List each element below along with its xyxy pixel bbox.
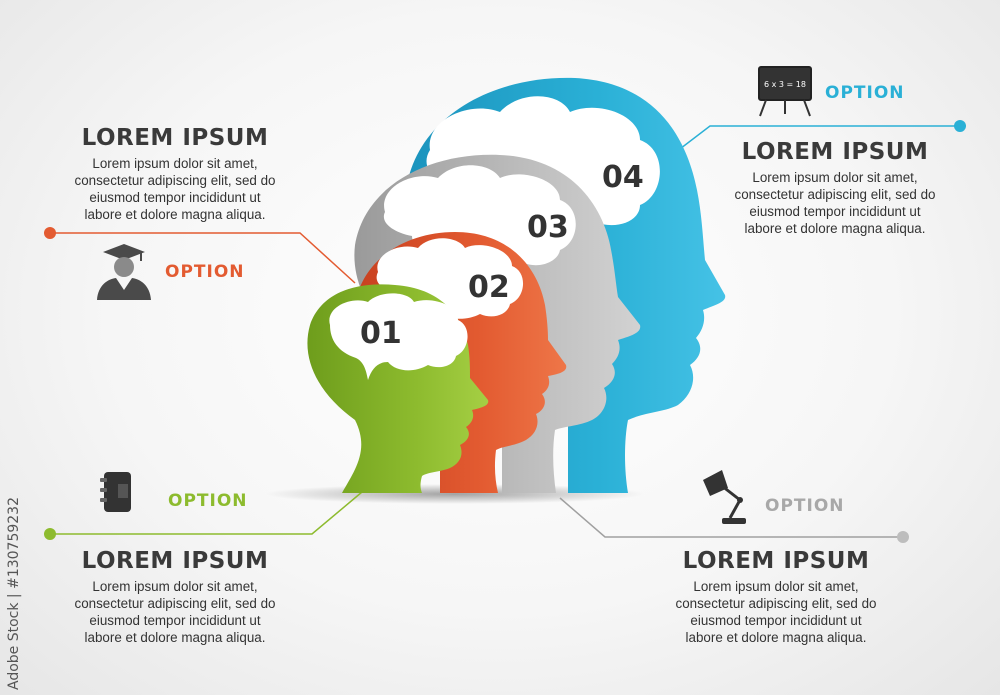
block-line: Lorem ipsum dolor sit amet,	[752, 170, 918, 185]
block-line: labore et dolore magna aliqua.	[744, 221, 926, 236]
text-block-04: LOREM IPSUM Lorem ipsum dolor sit amet, …	[705, 139, 965, 237]
block-line: consectetur adipiscing elit, sed do	[74, 173, 276, 188]
block-line: consectetur adipiscing elit, sed do	[675, 596, 877, 611]
connector-03	[559, 497, 903, 538]
block-line: Lorem ipsum dolor sit amet,	[92, 156, 258, 171]
block-line: eiusmod tempor incididunt ut	[89, 190, 261, 205]
head-01	[307, 284, 489, 493]
step-number-04: 04	[602, 160, 644, 195]
step-number-01: 01	[360, 316, 402, 351]
folder-icon	[100, 472, 131, 512]
text-block-03: LOREM IPSUM Lorem ipsum dolor sit amet, …	[646, 548, 906, 646]
block-line: labore et dolore magna aliqua.	[685, 630, 867, 645]
block-title: LOREM IPSUM	[741, 139, 929, 165]
block-line: consectetur adipiscing elit, sed do	[734, 187, 936, 202]
option-label-02: OPTION	[165, 262, 245, 282]
block-line: eiusmod tempor incididunt ut	[749, 204, 921, 219]
desk-lamp-icon	[703, 470, 746, 524]
option-label-01: OPTION	[168, 491, 248, 511]
block-line: consectetur adipiscing elit, sed do	[74, 596, 276, 611]
stock-credit: Adobe Stock | #130759232	[6, 497, 22, 690]
block-line: Lorem ipsum dolor sit amet,	[693, 579, 859, 594]
text-block-02: LOREM IPSUM Lorem ipsum dolor sit amet, …	[45, 125, 305, 223]
text-block-01: LOREM IPSUM Lorem ipsum dolor sit amet, …	[45, 548, 305, 646]
block-title: LOREM IPSUM	[81, 548, 269, 574]
connector-dot-02	[44, 227, 56, 239]
connector-dot-01	[44, 528, 56, 540]
block-title: LOREM IPSUM	[81, 125, 269, 151]
option-label-03: OPTION	[765, 496, 845, 516]
block-line: labore et dolore magna aliqua.	[84, 207, 266, 222]
blackboard-text: 6 x 3 = 18	[764, 80, 806, 89]
block-line: eiusmod tempor incididunt ut	[690, 613, 862, 628]
option-label-04: OPTION	[825, 83, 905, 103]
blackboard-icon: 6 x 3 = 18	[758, 66, 812, 117]
block-line: Lorem ipsum dolor sit amet,	[92, 579, 258, 594]
connector-01	[50, 491, 363, 535]
connector-dot-04	[954, 120, 966, 132]
connector-02	[50, 232, 356, 284]
block-title: LOREM IPSUM	[682, 548, 870, 574]
step-number-02: 02	[468, 270, 510, 305]
connector-lines	[50, 125, 960, 538]
graduate-icon	[97, 244, 151, 300]
connector-dot-03	[897, 531, 909, 543]
brain-cloud-01	[329, 293, 468, 380]
block-line: eiusmod tempor incididunt ut	[89, 613, 261, 628]
block-line: labore et dolore magna aliqua.	[84, 630, 266, 645]
step-number-03: 03	[527, 210, 569, 245]
